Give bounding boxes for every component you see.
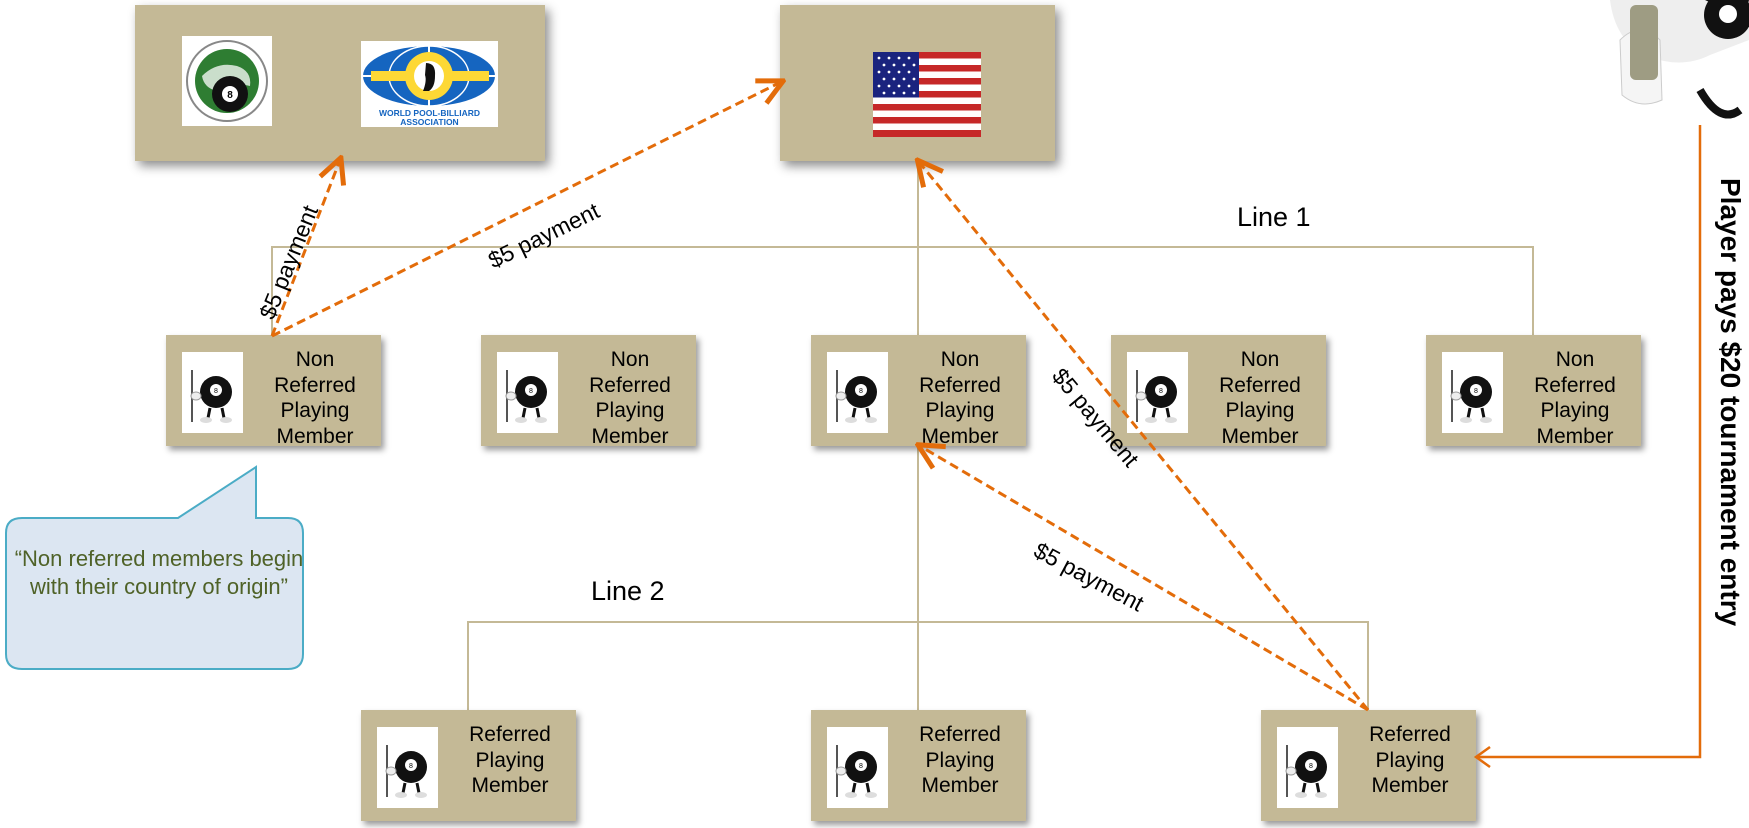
- member-label: Non Referred Playing Member: [274, 348, 356, 448]
- member-card-nonref-4: 8 Non Referred Playing Member: [1111, 335, 1326, 448]
- line-2-label: Line 2: [591, 576, 665, 606]
- member-card-nonref-1: 8 Non Referred Playing Member: [166, 335, 381, 448]
- svg-text:8: 8: [227, 90, 233, 101]
- mascot-eightball-icon: [1600, 0, 1749, 125]
- eightball-player-icon: 8: [1277, 727, 1338, 808]
- eightball-player-icon: 8: [1442, 352, 1503, 433]
- wepf-logo: 8: [182, 36, 272, 126]
- member-label: Non Referred Playing Member: [919, 348, 1001, 448]
- member-card-ref-1: 8 Referred Playing Member: [361, 710, 576, 821]
- member-card-ref-2: 8 Referred Playing Member: [811, 710, 1026, 821]
- svg-text:8: 8: [1309, 763, 1313, 770]
- svg-text:8: 8: [1159, 388, 1163, 395]
- eightball-player-icon: 8: [827, 727, 888, 808]
- svg-text:8: 8: [214, 388, 218, 395]
- member-label: Referred Playing Member: [469, 723, 551, 797]
- line-1-label: Line 1: [1237, 202, 1311, 232]
- svg-text:8: 8: [529, 388, 533, 395]
- arrow-ref-to-nonref: [920, 446, 1369, 712]
- member-label: Referred Playing Member: [1369, 723, 1451, 797]
- eightball-player-icon: 8: [182, 352, 243, 433]
- member-label: Non Referred Playing Member: [1219, 348, 1301, 448]
- member-card-ref-3: 8 Referred Playing Member: [1261, 710, 1476, 821]
- entry-fee-arrow: [1476, 125, 1702, 759]
- member-label: Non Referred Playing Member: [1534, 348, 1616, 448]
- arrow-ref-to-country: [919, 162, 1370, 711]
- svg-text:8: 8: [859, 388, 863, 395]
- entry-fee-caption: Player pays $20 tournament entry: [1715, 178, 1746, 627]
- member-card-nonref-3: 8 Non Referred Playing Member: [811, 335, 1026, 448]
- federations-box: 8 WORLD POOL-BILLIARD ASSOCIATION: [135, 5, 545, 161]
- eightball-player-icon: 8: [827, 352, 888, 433]
- usa-flag-icon: [873, 52, 981, 137]
- arrow-to-federations: [270, 160, 340, 337]
- eightball-player-icon: 8: [377, 727, 438, 808]
- arrow-to-country: [271, 82, 781, 338]
- eightball-player-icon: 8: [497, 352, 558, 433]
- member-card-nonref-2: 8 Non Referred Playing Member: [481, 335, 696, 448]
- svg-text:8: 8: [409, 763, 413, 770]
- wpa-logo: WORLD POOL-BILLIARD ASSOCIATION: [361, 41, 498, 127]
- eightball-player-icon: 8: [1127, 352, 1188, 433]
- callout-bubble: [5, 465, 304, 670]
- member-card-nonref-5: 8 Non Referred Playing Member: [1426, 335, 1641, 448]
- svg-text:8: 8: [1474, 388, 1478, 395]
- member-label: Non Referred Playing Member: [589, 348, 671, 448]
- wpa-caption: WORLD POOL-BILLIARD ASSOCIATION: [378, 108, 481, 127]
- country-box: [780, 5, 1055, 161]
- member-label: Referred Playing Member: [919, 723, 1001, 797]
- svg-text:8: 8: [859, 763, 863, 770]
- callout-text: “Non referred members begin with their c…: [14, 546, 304, 599]
